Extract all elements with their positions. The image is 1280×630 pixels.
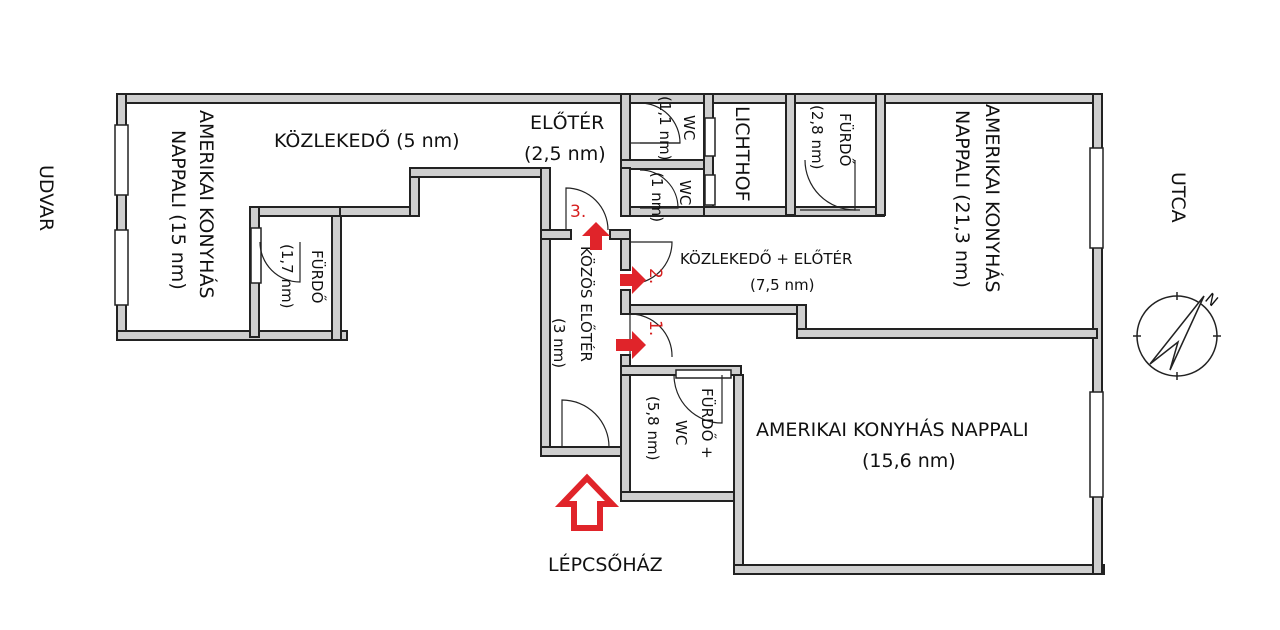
outer-walls bbox=[116, 93, 1105, 575]
label-right-living: AMERIKAI KONYHÁS bbox=[981, 104, 1004, 293]
label-bottom-living-area: (15,6 nm) bbox=[862, 450, 956, 472]
label-common-hall: KÖZÖS ELŐTÉR bbox=[577, 246, 597, 362]
label-corridor-top: KÖZLEKEDŐ (5 nm) bbox=[274, 128, 460, 152]
label-wc-top-area: (1,1 nm) bbox=[656, 96, 674, 160]
label-left-living: AMERIKAI KONYHÁS bbox=[195, 110, 218, 299]
label-bath-wc: FÜRDŐ + bbox=[698, 388, 718, 459]
label-bath-left: FÜRDŐ bbox=[308, 250, 328, 303]
label-staircase: LÉPCSŐHÁZ bbox=[548, 552, 663, 576]
room-labels: AMERIKAI KONYHÁS NAPPALI (15 nm) KÖZLEKE… bbox=[167, 96, 1029, 472]
label-common-hall-area: (3 nm) bbox=[550, 318, 568, 368]
doors bbox=[259, 102, 860, 448]
entrance-arrow-3-icon bbox=[582, 222, 610, 250]
label-wc-mid: WC bbox=[676, 180, 694, 205]
label-corridor-mid: KÖZLEKEDŐ + ELŐTÉR bbox=[680, 248, 852, 268]
entrance-arrow-1-icon bbox=[616, 331, 646, 359]
label-bath-right: FÜRDŐ bbox=[836, 113, 856, 166]
entrance-markers: 3. 2. 1. bbox=[554, 202, 665, 531]
staircase-arrow-icon bbox=[554, 473, 620, 531]
label-right-living-2: NAPPALI (21,3 nm) bbox=[951, 110, 973, 288]
outside-labels: UDVAR UTCA LÉPCSŐHÁZ bbox=[35, 165, 1189, 576]
north-arrow-icon bbox=[1149, 295, 1205, 371]
label-bath-wc-area: (5,8 nm) bbox=[644, 396, 662, 460]
label-courtyard: UDVAR bbox=[35, 165, 57, 231]
label-corridor-mid-area: (7,5 nm) bbox=[750, 276, 814, 294]
label-bottom-living: AMERIKAI KONYHÁS NAPPALI bbox=[756, 418, 1029, 441]
label-wc-top: WC bbox=[680, 115, 698, 140]
label-bath-right-area: (2,8 nm) bbox=[808, 105, 826, 169]
label-street: UTCA bbox=[1167, 172, 1189, 223]
label-entrance: ELŐTÉR bbox=[530, 110, 604, 134]
windows bbox=[114, 117, 1104, 498]
label-bath-left-area: (1,7 nm) bbox=[278, 244, 296, 308]
compass-rose: N bbox=[1133, 289, 1222, 380]
entrance-arrow-2-icon bbox=[620, 266, 646, 294]
label-left-living-2: NAPPALI (15 nm) bbox=[167, 130, 189, 290]
label-wc-mid-area: (1 nm) bbox=[648, 172, 666, 222]
entrance-number-1: 1. bbox=[645, 320, 665, 336]
label-lichthof: LICHTHOF bbox=[731, 106, 753, 202]
label-bath-wc-2: WC bbox=[672, 420, 690, 445]
label-entrance-area: (2,5 nm) bbox=[524, 143, 606, 165]
entrance-number-2: 2. bbox=[645, 268, 665, 284]
entrance-number-3: 3. bbox=[570, 202, 586, 222]
